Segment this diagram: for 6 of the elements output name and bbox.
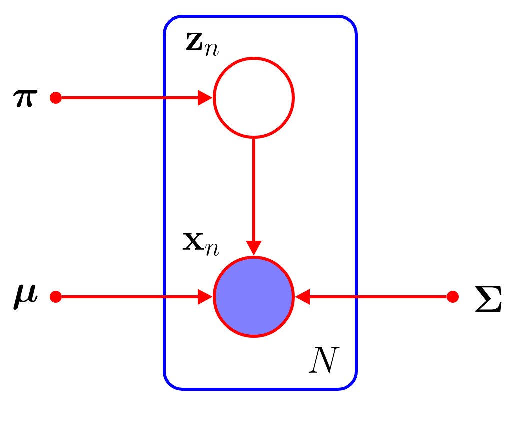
variable-label: $\mathbf{x}_n$ bbox=[182, 233, 220, 256]
parameter-label: $\boldsymbol{\pi}$ bbox=[13, 90, 38, 108]
variable-label: $\mathbf{z}_n$ bbox=[186, 33, 219, 56]
parameter-label: $\boldsymbol{\mu}$ bbox=[14, 284, 38, 310]
parameter-label: $\boldsymbol{\Sigma}$ bbox=[476, 286, 502, 312]
plate-label: $N$ bbox=[308, 347, 340, 373]
